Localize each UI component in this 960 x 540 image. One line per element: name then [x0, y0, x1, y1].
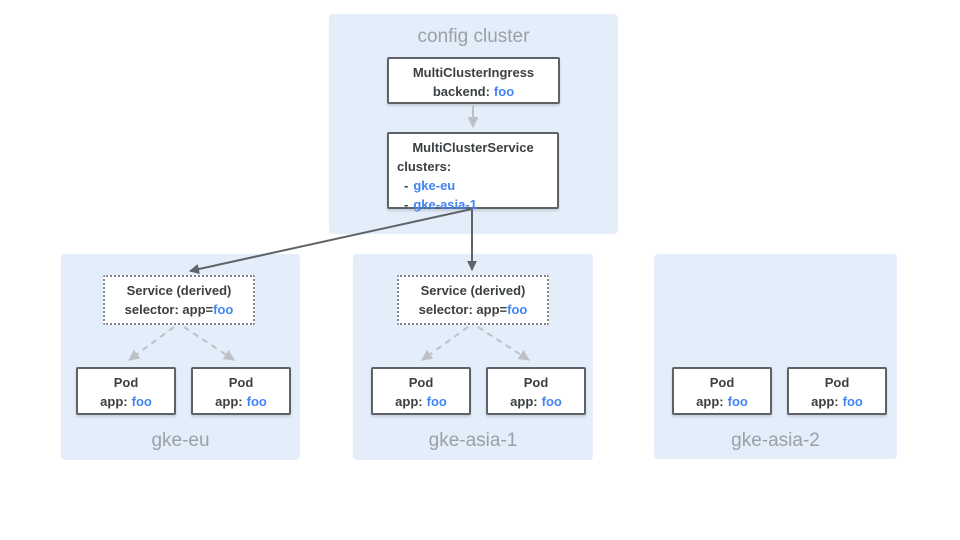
- mcs-item-dash: -: [404, 178, 409, 193]
- mcs-item-gke-asia-1: gke-asia-1: [413, 197, 477, 212]
- pod-app-line: app:foo: [488, 392, 584, 411]
- pod-app-line: app:foo: [78, 392, 174, 411]
- pod-app-label: app:: [100, 394, 128, 409]
- service-selector-value: foo: [213, 302, 234, 317]
- config-cluster-label: config cluster: [417, 26, 530, 47]
- pod-title: Pod: [523, 375, 549, 390]
- pod-title: Pod: [228, 375, 254, 390]
- multiclusteringress-box: MultiClusterIngress backend:foo: [387, 57, 560, 104]
- pod-app-line: app:foo: [373, 392, 469, 411]
- pod-app-line: app:foo: [674, 392, 770, 411]
- derived-service-box: Service (derived) selector: app=foo: [103, 275, 255, 325]
- service-selector-value: foo: [507, 302, 528, 317]
- pod-box: Pod app:foo: [672, 367, 772, 415]
- pod-app-line: app:foo: [193, 392, 289, 411]
- pod-title: Pod: [824, 375, 850, 390]
- pod-box: Pod app:foo: [76, 367, 176, 415]
- pod-title: Pod: [709, 375, 735, 390]
- mci-backend-line: backend:foo: [389, 82, 558, 101]
- pod-app-value: foo: [246, 394, 267, 409]
- pod-app-label: app:: [510, 394, 538, 409]
- pod-app-label: app:: [696, 394, 724, 409]
- pod-app-value: foo: [842, 394, 863, 409]
- pod-app-label: app:: [811, 394, 839, 409]
- pod-box: Pod app:foo: [371, 367, 471, 415]
- mcs-clusters-label: clusters:: [397, 159, 452, 174]
- mci-title: MultiClusterIngress: [412, 65, 535, 80]
- derived-service-box: Service (derived) selector: app=foo: [397, 275, 549, 325]
- cluster-label-gke-asia-2: gke-asia-2: [731, 430, 820, 451]
- cluster-panel-gke-eu: Service (derived) selector: app=foo Pod …: [61, 254, 300, 460]
- cluster-label-gke-asia-1: gke-asia-1: [428, 430, 518, 451]
- pod-title: Pod: [113, 375, 139, 390]
- pod-app-value: foo: [541, 394, 562, 409]
- pod-box: Pod app:foo: [787, 367, 887, 415]
- service-selector-label: selector: app=: [124, 302, 214, 317]
- pod-app-label: app:: [215, 394, 243, 409]
- pod-box: Pod app:foo: [191, 367, 291, 415]
- cluster-label-gke-eu: gke-eu: [151, 430, 210, 451]
- pod-app-value: foo: [727, 394, 748, 409]
- mci-backend-label: backend:: [432, 84, 490, 99]
- mcs-cluster-item: -gke-asia-1: [389, 195, 557, 214]
- cluster-panel-gke-asia-1: Service (derived) selector: app=foo Pod …: [353, 254, 593, 460]
- mcs-cluster-item: -gke-eu: [389, 176, 557, 195]
- service-title: Service (derived): [126, 283, 232, 298]
- pod-app-line: app:foo: [789, 392, 885, 411]
- pod-app-label: app:: [395, 394, 423, 409]
- mci-backend-value: foo: [493, 84, 515, 99]
- pod-app-value: foo: [426, 394, 447, 409]
- service-title: Service (derived): [420, 283, 526, 298]
- service-selector-line: selector: app=foo: [105, 300, 253, 319]
- pod-app-value: foo: [131, 394, 152, 409]
- pod-box: Pod app:foo: [486, 367, 586, 415]
- service-selector-label: selector: app=: [418, 302, 508, 317]
- pod-title: Pod: [408, 375, 434, 390]
- mcs-item-dash: -: [404, 197, 409, 212]
- cluster-panel-gke-asia-2: Pod app:foo Pod app:foo gke-asia-2: [654, 254, 897, 459]
- service-selector-line: selector: app=foo: [399, 300, 547, 319]
- mcs-item-gke-eu: gke-eu: [413, 178, 456, 193]
- mcs-title: MultiClusterService: [412, 140, 534, 155]
- config-cluster-panel: config cluster MultiClusterIngress backe…: [329, 14, 618, 234]
- multiclusterservice-box: MultiClusterService clusters: -gke-eu -g…: [387, 132, 559, 212]
